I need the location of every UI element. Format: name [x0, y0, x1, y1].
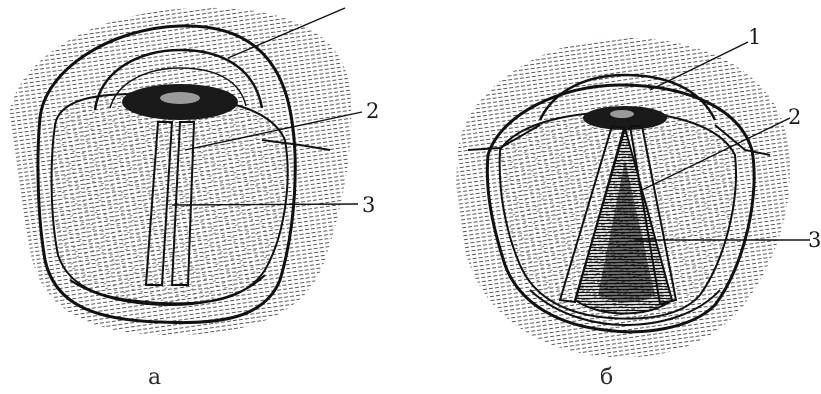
- panel-a-leader-3: [172, 204, 358, 205]
- panel-b-tubercle-highlight: [610, 110, 634, 118]
- panel-a-callout-3: 3: [362, 193, 375, 217]
- panel-b-open-glottis: 1 2 3 б: [456, 25, 821, 390]
- panel-a-inner-cavity: [52, 94, 288, 303]
- panel-b-callout-2: 2: [788, 105, 801, 129]
- panel-a-closed-glottis: 2 3 а: [10, 8, 379, 390]
- panel-a-caption: а: [148, 365, 161, 390]
- panel-b-caption: б: [600, 365, 613, 390]
- panel-b-callout-3: 3: [808, 228, 821, 252]
- panel-a-tubercle-highlight: [160, 92, 200, 104]
- panel-b-callout-1: 1: [748, 25, 761, 49]
- panel-a-callout-2: 2: [366, 99, 379, 123]
